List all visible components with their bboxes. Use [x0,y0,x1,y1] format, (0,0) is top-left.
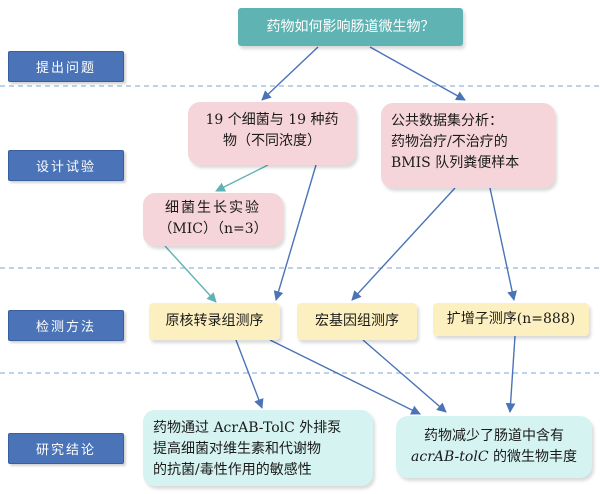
stage-label-design: 设计试验 [8,150,124,181]
conclusion-efflux-line2: 提高细菌对维生素和代谢物 [153,441,321,457]
arrow-question-to-bacteria [261,46,319,101]
arrow-metagenome-to-conclusion2 [362,339,447,413]
stage-label-conclusions: 研究结论 [8,433,124,464]
arrow-transcriptome-to-conclusion1 [235,339,264,409]
public-dataset-box: 公共数据集分析： 药物治疗/不治疗的 BMIS 队列粪便样本 [381,103,555,188]
arrow-amplicon-to-conclusion2 [505,335,516,413]
arrow-transcriptome-to-conclusion2 [269,339,421,415]
arrow-publicdata-to-metagenome [351,187,456,301]
amplicon-box: 扩增子测序(n=888) [433,303,589,336]
bacteria-drug-line1: 19 个细菌与 19 种药 [205,112,339,128]
bacteria-drug-line2: 物（不同浓度） [223,133,321,149]
arrow-growth-to-transcriptome [164,245,217,303]
growth-experiment-line2: （MIC）（n=3） [158,221,268,237]
transcriptome-box: 原核转录组测序 [149,303,280,340]
conclusion-efflux-line3: 的抗菌/毒性作用的敏感性 [153,462,312,478]
bacteria-drug-box: 19 个细菌与 19 种药 物（不同浓度） [188,102,356,165]
conclusion-abundance-line1: 药物减少了肠道中含有 [424,428,564,444]
arrow-bacteria-to-transcriptome [273,164,317,301]
conclusion-efflux-line1: 药物通过 AcrAB-TolC 外排泵 [153,420,342,436]
conclusion-abundance-box: 药物减少了肠道中含有 acrAB-tolC 的微生物丰度 [396,416,592,478]
stage-label-question: 提出问题 [8,51,124,82]
metagenome-text: 宏基因组测序 [315,313,399,329]
public-dataset-line1: 公共数据集分析： [391,113,503,129]
transcriptome-text: 原核转录组测序 [165,313,264,329]
acrab-tolc-gene-text: acrAB-tolC [411,449,489,465]
conclusion-abundance-line2: acrAB-tolC 的微生物丰度 [404,447,584,468]
stage-label-methods: 检测方法 [8,310,124,341]
public-dataset-line3: BMIS 队列粪便样本 [391,155,520,171]
research-question-text: 药物如何影响肠道微生物？ [266,18,435,35]
metagenome-box: 宏基因组测序 [297,303,417,340]
growth-experiment-box: 细菌生长实验 （MIC）（n=3） [143,193,283,246]
public-dataset-line2: 药物治疗/不治疗的 [391,134,508,150]
conclusion-abundance-line2-rest: 的微生物丰度 [488,449,577,465]
arrow-question-to-publicdata [369,46,466,101]
growth-experiment-line1: 细菌生长实验 [165,200,261,216]
conclusion-efflux-box: 药物通过 AcrAB-TolC 外排泵 提高细菌对维生素和代谢物 的抗菌/毒性作… [143,410,373,486]
arrow-bacteria-to-growth [215,164,269,192]
research-question-box: 药物如何影响肠道微生物？ [238,8,463,46]
arrow-publicdata-to-amplicon [489,187,517,301]
amplicon-text: 扩增子测序(n=888) [446,311,576,327]
